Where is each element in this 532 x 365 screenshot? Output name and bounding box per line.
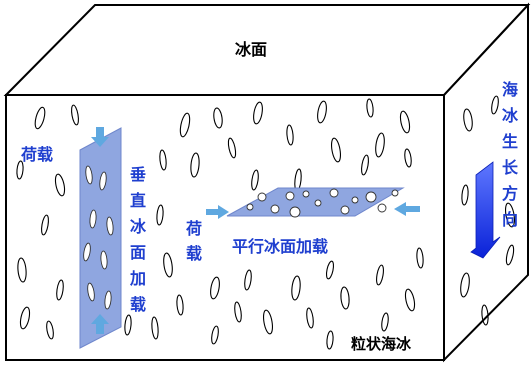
vertical-load-char-5: 加 bbox=[129, 269, 146, 288]
ice-grain bbox=[34, 106, 46, 130]
ice-grain bbox=[151, 316, 159, 340]
load-middle-char-1: 荷 bbox=[186, 219, 202, 238]
ice-grain bbox=[460, 272, 470, 298]
load-label-middle: 荷 载 bbox=[186, 219, 202, 263]
load-middle-char-2: 载 bbox=[186, 244, 202, 263]
ice-grain bbox=[46, 320, 54, 340]
ice-grain bbox=[17, 257, 27, 283]
ice-block bbox=[3, 2, 531, 363]
vertical-load-char-1: 垂 bbox=[130, 165, 146, 184]
ice-grain bbox=[54, 173, 66, 197]
ice-grain bbox=[19, 306, 31, 330]
vertical-load-char-2: 直 bbox=[130, 191, 146, 210]
vertical-load-arrow-up bbox=[91, 314, 109, 334]
vertical-load-arrows bbox=[91, 127, 109, 334]
ice-grain bbox=[366, 98, 374, 118]
ice-grain bbox=[56, 279, 64, 301]
ice-grain bbox=[176, 294, 184, 316]
ice-grain bbox=[213, 107, 223, 129]
growth-direction-label: 海 冰 生 长 方 向 bbox=[502, 80, 519, 229]
ice-grain bbox=[416, 247, 424, 269]
vertical-load-label: 垂 直 冰 面 加 载 bbox=[129, 165, 147, 314]
parallel-load-label: 平行冰面加载 bbox=[232, 237, 328, 256]
ice-grain bbox=[361, 154, 369, 176]
ice-grain bbox=[325, 260, 335, 280]
ice-grain bbox=[376, 264, 384, 286]
growth-char-3: 生 bbox=[502, 132, 518, 151]
parallel-load-arrow-left bbox=[394, 202, 420, 216]
ice-grain bbox=[179, 112, 191, 138]
ice-grain bbox=[375, 132, 385, 158]
vertical-plate-grains bbox=[83, 165, 114, 310]
ice-grain bbox=[190, 152, 200, 178]
ice-grain bbox=[210, 276, 220, 300]
ice-grain bbox=[124, 314, 132, 336]
growth-direction-arrow bbox=[470, 161, 501, 259]
ice-grain bbox=[306, 307, 314, 329]
granular-ice-label: 粒状海冰 bbox=[351, 335, 412, 353]
ice-grain bbox=[404, 288, 416, 312]
ice-grain bbox=[463, 108, 473, 132]
ice-grain bbox=[291, 275, 301, 301]
ice-grain bbox=[156, 204, 164, 226]
ice-grain bbox=[317, 100, 327, 124]
parallel-load-arrow-right bbox=[206, 205, 229, 219]
vertical-load-arrow-down bbox=[91, 127, 109, 147]
ice-grain bbox=[461, 184, 469, 206]
ice-grain bbox=[41, 214, 49, 236]
ice-grain bbox=[330, 137, 342, 163]
growth-char-5: 方 bbox=[502, 184, 518, 203]
ice-grain bbox=[234, 301, 242, 323]
ice-grain bbox=[286, 124, 294, 146]
ice-grain bbox=[326, 330, 334, 350]
ice-grain bbox=[163, 252, 173, 278]
ice-grain bbox=[16, 160, 24, 180]
ice-grain bbox=[505, 244, 515, 266]
ice-grain bbox=[481, 304, 489, 326]
ice-grains bbox=[16, 95, 516, 350]
parallel-plate-grains bbox=[246, 188, 399, 218]
ice-grain bbox=[159, 149, 167, 171]
ice-grain bbox=[71, 104, 79, 126]
ice-grain bbox=[211, 325, 219, 345]
ice-grain bbox=[340, 286, 350, 310]
ice-grain bbox=[244, 269, 252, 291]
ice-grain bbox=[262, 309, 274, 335]
growth-char-6: 向 bbox=[502, 210, 518, 229]
ice-grain bbox=[251, 169, 259, 191]
top-face-label: 冰面 bbox=[235, 40, 267, 59]
ice-grain bbox=[491, 95, 499, 115]
ice-grain bbox=[404, 148, 412, 168]
ice-grain bbox=[227, 137, 237, 159]
ice-grain bbox=[504, 202, 516, 228]
growth-char-2: 冰 bbox=[502, 106, 519, 125]
front-face bbox=[5, 94, 445, 361]
ice-grain bbox=[253, 101, 263, 125]
side-face bbox=[443, 2, 529, 363]
ice-grain bbox=[399, 110, 411, 134]
vertical-load-char-6: 载 bbox=[130, 295, 146, 314]
vertical-load-char-3: 冰 bbox=[130, 217, 147, 236]
growth-char-1: 海 bbox=[502, 80, 518, 99]
ice-grain bbox=[381, 312, 389, 332]
load-label-left: 荷载 bbox=[21, 145, 53, 164]
growth-char-4: 长 bbox=[502, 158, 519, 177]
vertical-load-char-4: 面 bbox=[130, 243, 146, 262]
parallel-load-arrows bbox=[206, 202, 420, 219]
